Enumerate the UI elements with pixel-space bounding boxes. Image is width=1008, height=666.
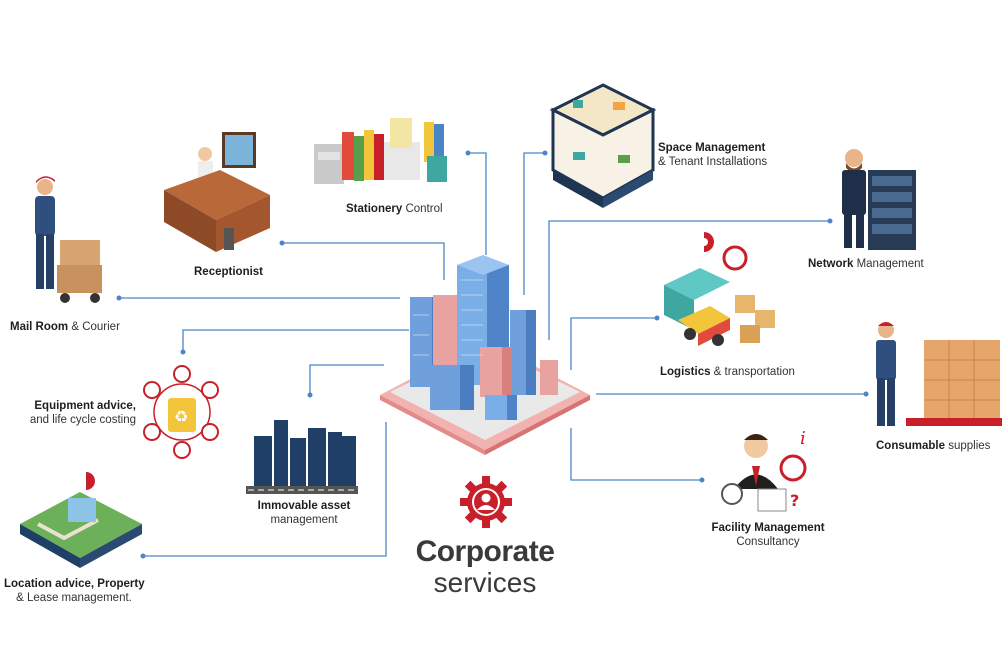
gear-person-icon [460,476,512,528]
link-location [143,422,387,557]
link-stationery [468,152,487,255]
label-stationery-control: Stationery Control [346,203,443,215]
stationery-illustration [314,118,447,184]
label-network-management: Network Management [808,258,924,270]
label-facility-management: Facility Management Consultancy [711,522,825,548]
recycle-bin-cycle-illustration: ♻ [143,365,219,459]
link-logistics [570,317,657,370]
label-mail-room: Mail Room & Courier [10,321,120,333]
city-skyline-illustration [246,420,358,494]
city-buildings-illustration [380,255,590,455]
link-receptionist [282,242,445,280]
svg-text:♻: ♻ [174,407,188,426]
reception-desk-illustration [164,132,270,252]
center-subtitle: services [433,567,537,598]
link-equipment [182,329,409,352]
courier-illustration [35,176,102,303]
link-facility [570,428,702,481]
network-engineer-illustration [842,149,916,250]
label-logistics: Logistics & transportation [660,366,795,378]
center-title: Corporate [415,535,555,568]
property-map-illustration [20,472,142,568]
label-space-management: Space Management & Tenant Installations [658,142,768,168]
link-space-management [523,152,545,295]
facility-consultant-illustration: i ? [721,428,807,512]
svg-text:?: ? [790,491,799,510]
label-equipment-advice: Equipment advice, and life cycle costing [29,400,136,426]
office-space-illustration [549,83,657,208]
label-consumable-supplies: Consumable supplies [876,440,991,452]
svg-text:i: i [800,428,806,449]
link-immovable [309,364,384,395]
link-network [548,220,830,340]
label-location-advice: Location advice, Property & Lease manage… [4,578,145,604]
pallet-worker-illustration [876,322,1002,426]
label-receptionist: Receptionist [194,266,264,278]
logistics-truck-illustration [664,232,775,346]
label-immovable-asset: Immovable asset management [257,500,351,526]
